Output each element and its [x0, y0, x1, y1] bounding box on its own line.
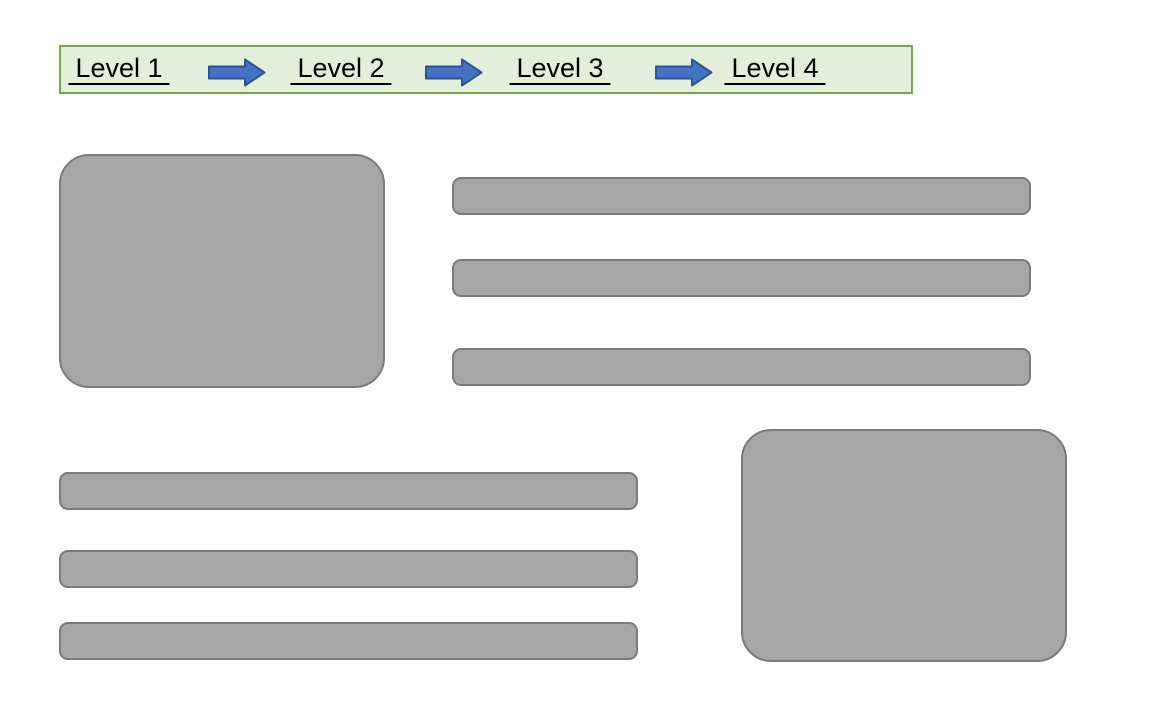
placeholder-box-bottom-right — [741, 429, 1067, 662]
placeholder-bar-left-3 — [59, 622, 638, 660]
placeholder-bar-left-1 — [59, 472, 638, 510]
right-arrow-icon — [655, 58, 713, 87]
placeholder-bar-right-3 — [452, 348, 1031, 386]
level-1-link[interactable]: Level 1 — [68, 54, 170, 85]
right-arrow-icon — [425, 58, 483, 87]
level-4-link[interactable]: Level 4 — [724, 54, 826, 85]
level-3-link[interactable]: Level 3 — [509, 54, 611, 85]
placeholder-box-top-left — [59, 154, 385, 388]
level-2-link[interactable]: Level 2 — [290, 54, 392, 85]
level-navigation-banner: Level 1 Level 2 Level 3 Level 4 — [59, 45, 913, 94]
placeholder-bar-right-1 — [452, 177, 1031, 215]
right-arrow-icon — [208, 58, 266, 87]
placeholder-bar-right-2 — [452, 259, 1031, 297]
placeholder-bar-left-2 — [59, 550, 638, 588]
